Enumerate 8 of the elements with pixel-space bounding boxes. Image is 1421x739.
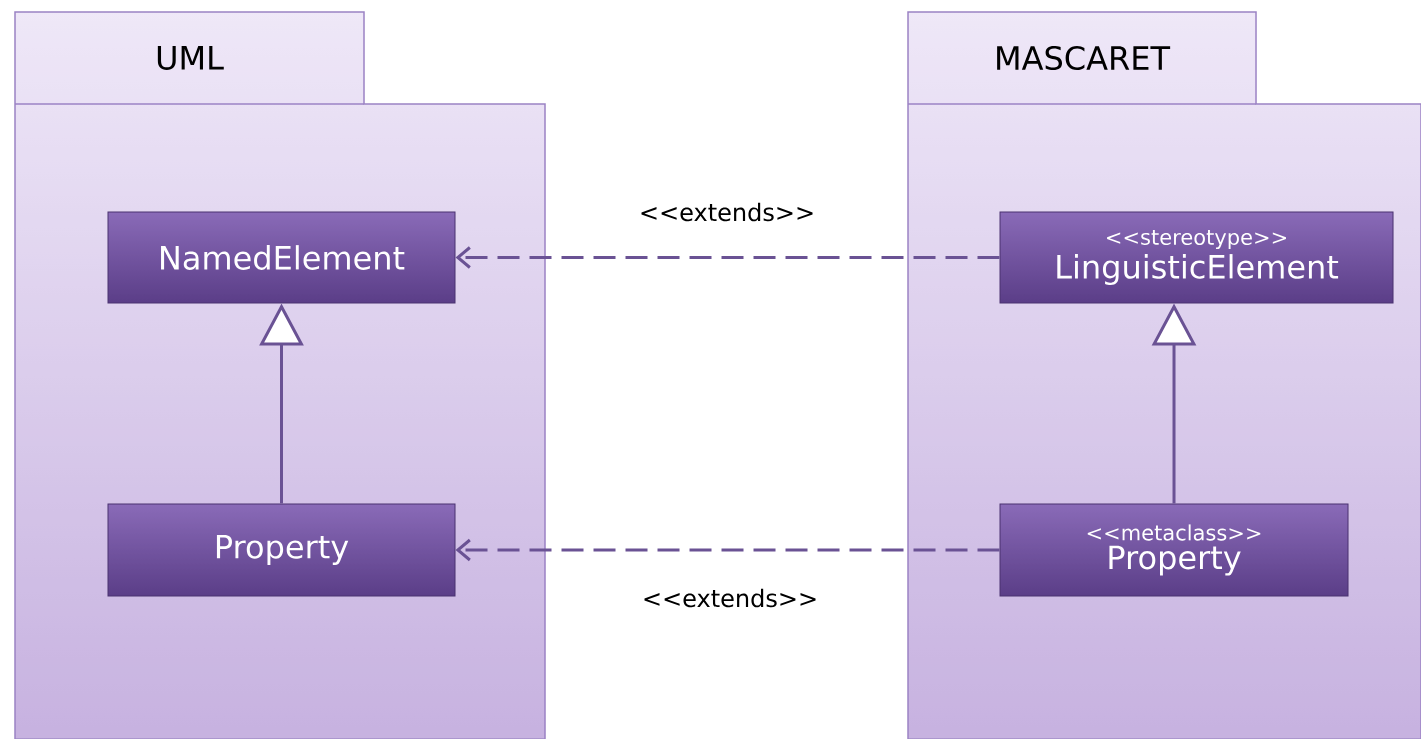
edge-label: <<extends>> [641, 202, 813, 222]
arrow [455, 538, 1000, 562]
arrow [455, 246, 1000, 269]
class-box: <<metaclass>> Property [999, 503, 1349, 597]
class-box: NamedElement [107, 211, 456, 304]
edge-label: <<extends>> [644, 588, 816, 608]
class-box: Property [107, 503, 456, 597]
class-box: <<stereotype>> LinguisticElement [999, 211, 1394, 304]
